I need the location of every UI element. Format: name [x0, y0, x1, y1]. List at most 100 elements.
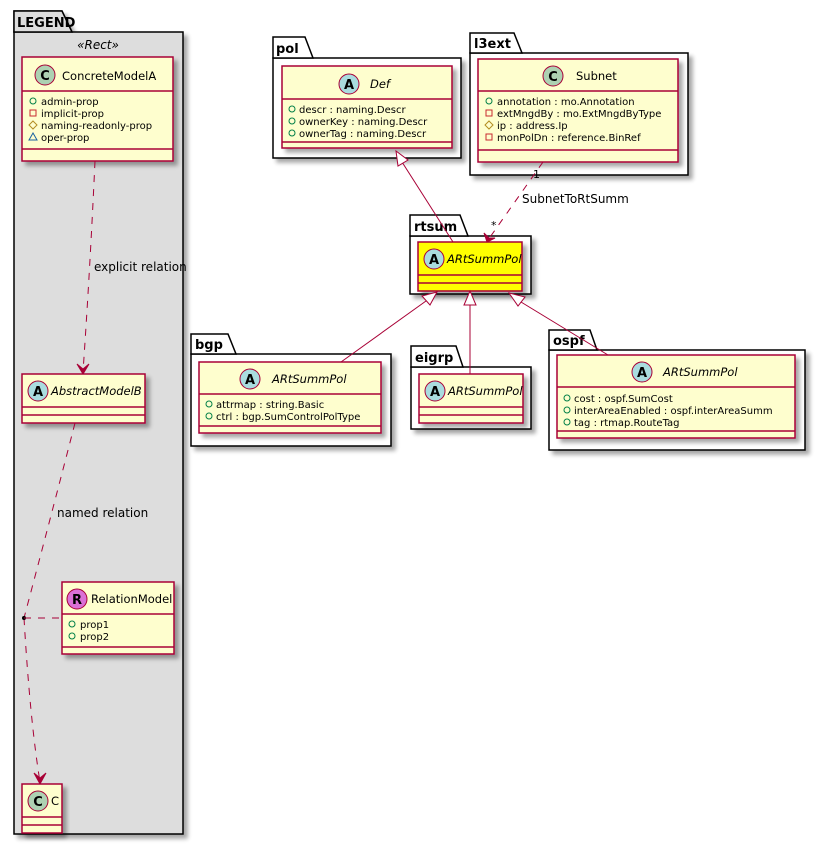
class-pol-def[interactable]: A Def descr : naming.Descr ownerKey : na…	[281, 65, 453, 149]
named-relation-label: named relation	[57, 506, 148, 520]
class-name: ConcreteModelA	[62, 69, 156, 83]
package-name: eigrp	[415, 351, 453, 366]
explicit-relation-arrow: explicit relation	[76, 160, 187, 375]
public-visibility-icon	[68, 620, 76, 628]
public-visibility-icon	[288, 117, 296, 125]
package-name: pol	[276, 42, 299, 57]
class-circle-letter: A	[429, 253, 439, 268]
class-circle-a-icon	[424, 380, 446, 402]
explicit-relation-label: explicit relation	[94, 260, 187, 274]
generalization-bgp-to-rtsum	[340, 291, 438, 363]
named-relation-arrow: named relation	[22, 422, 148, 786]
class-circle-a-icon	[239, 368, 261, 390]
class-circle-c-icon	[27, 790, 49, 812]
attribute: ownerTag : naming.Descr	[299, 129, 427, 140]
generalization-eigrp-to-rtsum	[463, 289, 477, 374]
class-eigrp-artsummpol[interactable]: A ARtSummPol	[418, 373, 524, 424]
source-multiplicity: 1	[533, 168, 540, 181]
class-c[interactable]: C C	[21, 783, 63, 834]
generalization-ospf-to-rtsum	[507, 292, 609, 356]
package-name: ospf	[553, 334, 585, 349]
attribute: prop1	[80, 620, 109, 631]
inheritance-arrowhead	[395, 149, 409, 167]
public-visibility-icon	[68, 632, 76, 640]
attribute: descr : naming.Descr	[299, 105, 406, 116]
public-visibility-icon	[563, 418, 571, 426]
legend-package: LEGEND «Rect»	[13, 10, 184, 835]
class-l3ext-subnet[interactable]: C Subnet annotation : mo.Annotation extM…	[477, 58, 679, 163]
class-name: C	[51, 794, 59, 808]
class-name: Def	[370, 77, 392, 91]
legend-stereotype: «Rect»	[77, 38, 119, 52]
public-visibility-icon	[29, 97, 37, 105]
class-name: ARtSummPol	[662, 365, 738, 379]
target-multiplicity: *	[491, 219, 497, 232]
attribute: prop2	[80, 632, 109, 643]
attribute: ownerKey : naming.Descr	[299, 117, 428, 128]
class-name: Subnet	[576, 69, 617, 83]
attribute: attrmap : string.Basic	[216, 400, 324, 411]
class-circle-letter: C	[33, 795, 43, 810]
generalization-rtsum-to-def	[395, 149, 454, 243]
class-circle-letter: R	[72, 593, 82, 608]
attribute: annotation : mo.Annotation	[497, 97, 635, 108]
class-circle-c-icon	[34, 64, 56, 86]
class-name: ARtSummPol	[447, 384, 523, 398]
class-name: ARtSummPol	[446, 252, 522, 266]
attribute: interAreaEnabled : ospf.interAreaSumm	[574, 406, 773, 417]
public-visibility-icon	[288, 129, 296, 137]
class-concrete-model-a[interactable]: C ConcreteModelA admin-prop implicit-pro…	[21, 56, 174, 162]
attribute: extMngdBy : mo.ExtMngdByType	[497, 109, 661, 120]
protected-visibility-icon	[484, 120, 494, 130]
attribute: implicit-prop	[41, 109, 104, 120]
attribute: monPolDn : reference.BinRef	[497, 133, 641, 144]
public-visibility-icon	[563, 394, 571, 402]
relation-subnet-to-rtsumm: 1 * SubnetToRtSumm	[483, 161, 629, 243]
class-circle-letter: C	[548, 70, 558, 85]
class-circle-letter: A	[245, 373, 255, 388]
attribute: naming-readonly-prop	[41, 121, 152, 132]
class-circle-a-icon	[631, 361, 653, 383]
package-visibility-icon	[28, 131, 38, 141]
class-circle-a-icon	[423, 248, 445, 270]
public-visibility-icon	[485, 97, 493, 105]
inheritance-arrowhead	[421, 291, 438, 306]
class-name: ARtSummPol	[271, 372, 347, 386]
class-abstract-model-b[interactable]: A AbstractModelB	[21, 373, 146, 424]
inheritance-arrowhead	[507, 292, 526, 307]
attribute: tag : rtmap.RouteTag	[574, 418, 680, 429]
class-circle-a-icon	[27, 380, 49, 402]
public-visibility-icon	[205, 400, 213, 408]
package-name: l3ext	[474, 37, 511, 52]
class-circle-letter: A	[344, 78, 354, 93]
class-circle-letter: C	[40, 69, 50, 84]
class-rtsum-artsummpol[interactable]: A ARtSummPol	[417, 241, 523, 292]
class-bgp-artsummpol[interactable]: A ARtSummPol attrmap : string.Basic ctrl…	[198, 361, 382, 434]
private-visibility-icon	[29, 109, 37, 117]
public-visibility-icon	[205, 412, 213, 420]
class-circle-letter: A	[430, 385, 440, 400]
class-circle-c-icon	[542, 65, 564, 87]
class-circle-a-icon	[338, 73, 360, 95]
attribute: ctrl : bgp.SumControlPolType	[216, 412, 360, 423]
attribute: admin-prop	[41, 97, 99, 108]
private-visibility-icon	[485, 109, 493, 117]
protected-visibility-icon	[28, 120, 38, 130]
class-circle-letter: A	[637, 366, 647, 381]
attribute: cost : ospf.SumCost	[574, 394, 673, 405]
class-name: AbstractModelB	[50, 384, 142, 398]
attribute: ip : address.Ip	[497, 121, 568, 132]
inheritance-arrowhead	[463, 289, 477, 306]
legend-package-name: LEGEND	[17, 16, 76, 31]
class-relation-model[interactable]: R RelationModel prop1 prop2	[61, 581, 175, 655]
class-name: RelationModel	[91, 592, 172, 606]
public-visibility-icon	[288, 105, 296, 113]
package-name: bgp	[195, 338, 223, 353]
private-visibility-icon	[485, 133, 493, 141]
public-visibility-icon	[563, 406, 571, 414]
package-name: rtsum	[414, 220, 457, 235]
attribute: oper-prop	[41, 133, 89, 144]
legend-package-body	[13, 31, 184, 835]
class-ospf-artsummpol[interactable]: A ARtSummPol cost : ospf.SumCost interAr…	[556, 354, 796, 439]
